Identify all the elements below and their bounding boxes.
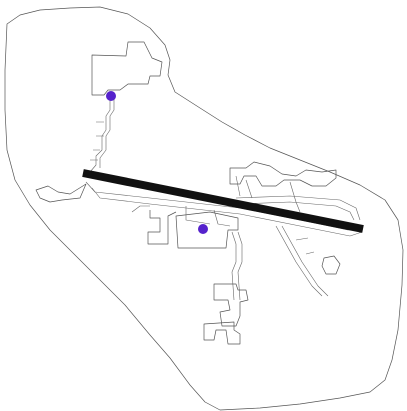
south-fbo-area [213, 283, 249, 327]
location-marker[interactable] [106, 91, 116, 101]
parallel-taxiway [85, 181, 363, 237]
north-apron [91, 41, 163, 96]
east-north-apron [229, 161, 337, 187]
southeast-stubs [295, 237, 315, 255]
west-ramp [35, 183, 87, 203]
north-connector-taxiway [89, 96, 115, 173]
south-spine-taxiway [231, 231, 243, 301]
east-loop-taxiway [235, 195, 361, 221]
airport-boundary [4, 6, 404, 411]
runway [82, 169, 364, 233]
north-connector-stubs [90, 121, 104, 161]
central-terminal-area [147, 210, 177, 245]
east-north-taxi [235, 175, 301, 213]
southeast-ramp [321, 255, 341, 275]
south-hangars [203, 321, 241, 345]
central-apron-taxilanes [131, 205, 231, 227]
location-marker[interactable] [198, 224, 208, 234]
southeast-diagonal-taxiway [275, 225, 329, 297]
